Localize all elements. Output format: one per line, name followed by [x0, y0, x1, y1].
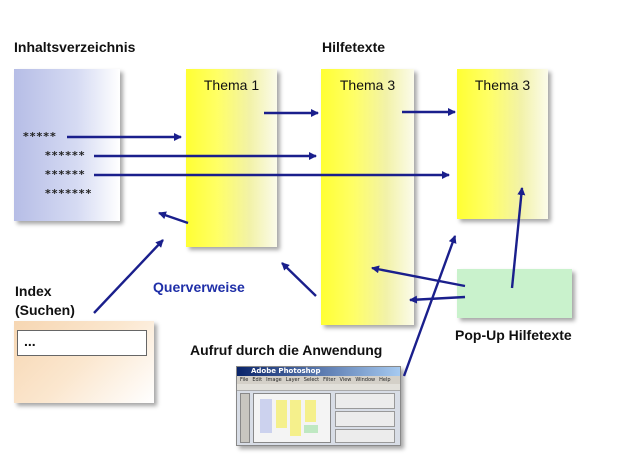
arrow-popup-to-topic3 — [510, 187, 526, 289]
topic-page-2: Thema 3 — [321, 69, 414, 325]
toc-entry: ***** — [23, 130, 57, 143]
menu-item[interactable]: Window — [355, 377, 376, 383]
toc-entry: ****** — [45, 168, 86, 181]
toc-entry: ******* — [45, 187, 93, 200]
app-title: Adobe Photoshop — [251, 367, 321, 375]
menu-item[interactable]: Image — [266, 377, 282, 383]
app-side-palettes — [335, 393, 395, 443]
topic-title: Thema 1 — [203, 77, 260, 93]
doc-panel — [276, 400, 287, 428]
doc-panel — [260, 399, 272, 433]
doc-panel — [305, 400, 316, 422]
index-heading: Index (Suchen) — [15, 282, 75, 320]
doc-panel — [290, 400, 301, 436]
index-panel: ... — [14, 321, 154, 403]
app-toolbar — [237, 384, 400, 391]
topic-title: Thema 3 — [474, 77, 531, 93]
menu-item[interactable]: View — [339, 377, 352, 383]
index-label: Index — [15, 283, 52, 299]
app-document-window — [253, 393, 331, 443]
palette — [335, 429, 395, 443]
menu-item[interactable]: Edit — [252, 377, 263, 383]
helptexts-heading: Hilfetexte — [322, 39, 386, 55]
topic-page-3: Thema 3 — [457, 69, 548, 219]
app-call-label: Aufruf durch die Anwendung — [190, 342, 383, 358]
menu-item[interactable]: Filter — [323, 377, 336, 383]
arrow-index-to-topic1 — [93, 239, 164, 314]
index-search-field[interactable]: ... — [17, 330, 147, 356]
palette — [335, 411, 395, 427]
menu-item[interactable]: Select — [303, 377, 320, 383]
topic-page-1: Thema 1 — [186, 69, 277, 247]
palette — [335, 393, 395, 409]
popup-label: Pop-Up Hilfetexte — [455, 327, 572, 343]
arrow-crossref-topic2-to-topic1 — [281, 262, 317, 297]
arrow-popup-to-topic2-lower — [409, 295, 466, 304]
topic-title: Thema 3 — [339, 77, 396, 93]
menu-item[interactable]: Help — [379, 377, 391, 383]
index-sublabel: (Suchen) — [15, 302, 75, 318]
app-titlebar: Adobe Photoshop — [237, 367, 400, 376]
toc-panel: ***** ****** ****** ******* — [14, 69, 120, 221]
arrow-popup-to-topic2 — [371, 265, 466, 288]
toc-entry: ****** — [45, 149, 86, 162]
menu-item[interactable]: File — [240, 377, 249, 383]
arrow-app-to-topic3 — [402, 235, 457, 377]
popup-help-panel — [457, 269, 572, 318]
doc-panel — [304, 425, 318, 433]
menu-item[interactable]: Layer — [285, 377, 300, 383]
crossrefs-label: Querverweise — [153, 279, 245, 295]
toc-heading: Inhaltsverzeichnis — [14, 39, 136, 55]
arrow-crossref-to-toc — [158, 211, 189, 225]
app-tool-palette — [240, 393, 250, 443]
